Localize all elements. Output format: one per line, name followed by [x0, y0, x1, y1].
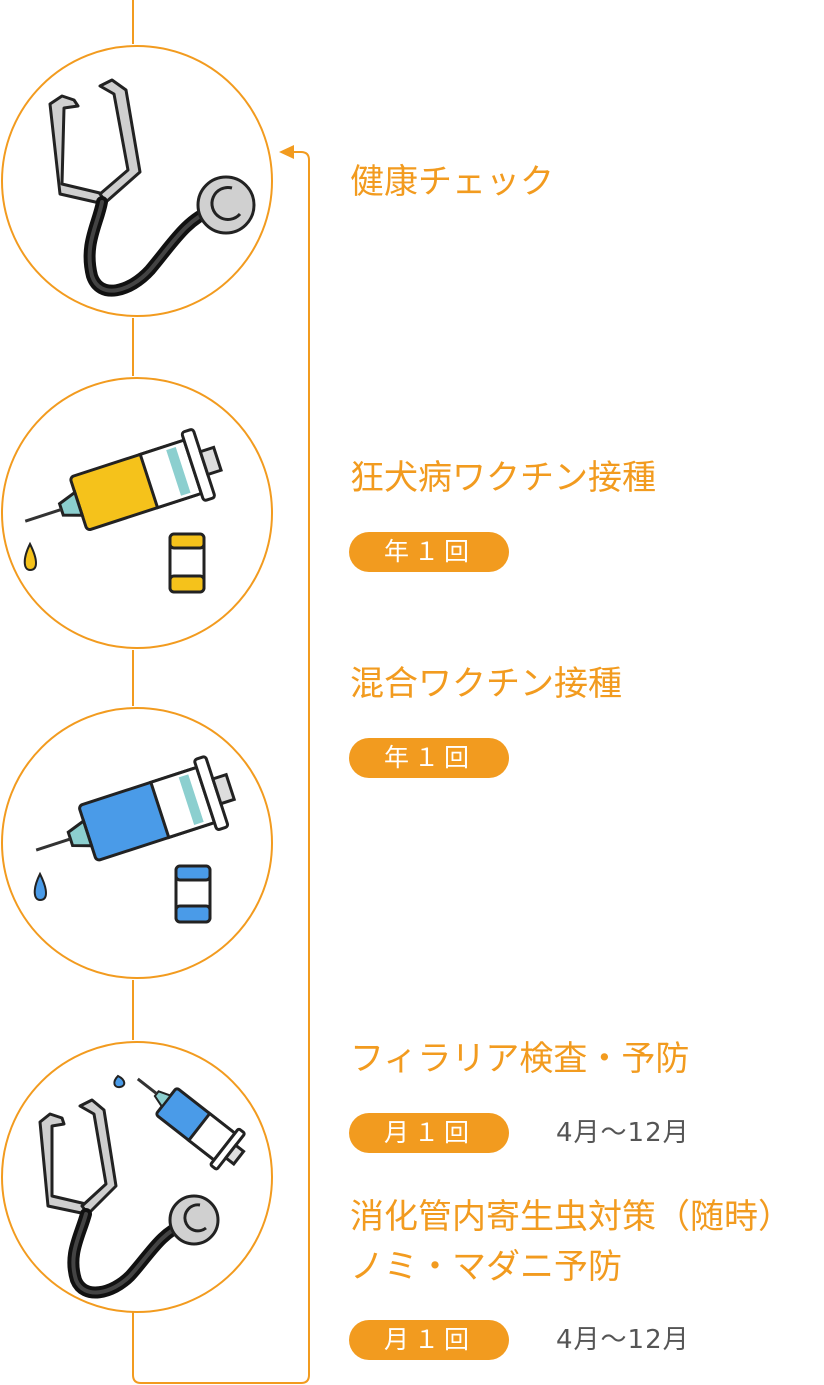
syringe-yellow-icon	[1, 377, 273, 649]
item-title-flea-tick: ノミ・マダニ予防	[350, 1247, 622, 1287]
item-title-combo-vaccine: 混合ワクチン接種	[350, 664, 622, 704]
frequency-badge: 年１回	[349, 532, 509, 572]
frequency-badge: 月１回	[349, 1320, 509, 1360]
month-range: 4月〜12月	[556, 1325, 690, 1355]
item-title-rabies-vaccine: 狂犬病ワクチン接種	[350, 458, 656, 498]
stethoscope-syringe-icon	[1, 1041, 273, 1313]
syringe-blue-icon	[1, 707, 273, 979]
frequency-badge: 年１回	[349, 738, 509, 778]
item-title-filaria: フィラリア検査・予防	[350, 1039, 690, 1079]
stethoscope-icon	[1, 45, 273, 317]
month-range: 4月〜12月	[556, 1118, 690, 1148]
item-title-parasite-control: 消化管内寄生虫対策（随時）	[350, 1197, 792, 1237]
item-title-health-check: 健康チェック	[350, 162, 554, 202]
frequency-badge: 月１回	[349, 1113, 509, 1153]
loop-arrow-head	[279, 145, 294, 159]
